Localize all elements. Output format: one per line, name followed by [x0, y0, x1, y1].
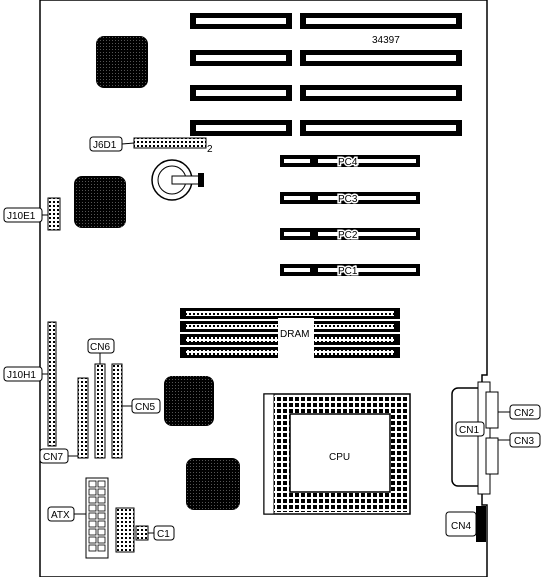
cn2-connector — [485, 391, 499, 429]
callout-j10h1: J10H1 — [3, 366, 48, 382]
pci-slot: PC4 — [280, 155, 420, 170]
atx-pins — [88, 480, 106, 552]
c1-component — [115, 507, 135, 553]
pci-slot-label: PC1 — [338, 266, 358, 277]
callout-cn6: CN6 — [87, 338, 115, 364]
callout-cn1-text: CN1 — [459, 425, 479, 436]
callout-cn3: CN3 — [498, 432, 541, 448]
callout-j6d1-text: J6D1 — [93, 140, 117, 151]
dram-slots: DRAM — [180, 308, 400, 358]
c1-jumper — [135, 525, 149, 541]
pin-marker: 2 — [207, 144, 213, 155]
cn5-header — [111, 363, 123, 459]
pci-slot: PC2 — [280, 228, 420, 243]
j6d1-header — [133, 137, 207, 149]
cn6-header — [94, 363, 106, 459]
callout-atx: ATX — [47, 506, 86, 522]
j10h1-header — [47, 321, 57, 447]
chip — [164, 376, 214, 426]
cn7-header — [77, 377, 89, 459]
callout-j10h1-text: J10H1 — [7, 370, 36, 381]
cpu-socket: CPU — [263, 393, 411, 515]
isa-slot — [190, 85, 462, 101]
cn3-connector — [485, 437, 499, 475]
pci-slot: PC3 — [280, 192, 420, 207]
callout-cn2-text: CN2 — [514, 408, 534, 419]
pci-slot-label: PC2 — [338, 230, 358, 241]
isa-slots — [190, 13, 462, 136]
chip — [96, 36, 148, 88]
isa-slot — [190, 50, 462, 66]
battery — [151, 159, 204, 201]
part-number: 34397 — [372, 35, 400, 46]
isa-slot — [190, 13, 462, 29]
callout-j10e1: J10E1 — [3, 207, 48, 223]
pci-slots: PC4 PC3 PC2 PC1 — [280, 155, 420, 279]
pci-slot-label: PC4 — [338, 157, 358, 168]
chip — [186, 458, 240, 510]
cn4-connector — [476, 506, 486, 542]
callout-cn3-text: CN3 — [514, 436, 534, 447]
cn1-connector — [451, 381, 491, 495]
pci-slot-label: PC3 — [338, 194, 358, 205]
callout-cn7-text: CN7 — [43, 452, 63, 463]
callout-cn1: CN1 — [455, 421, 485, 437]
cpu-label: CPU — [329, 452, 350, 463]
callout-c1: C1 — [148, 525, 175, 541]
callout-cn7: CN7 — [39, 448, 78, 464]
isa-slot — [190, 120, 462, 136]
callout-cn5: CN5 — [122, 398, 161, 414]
callout-cn2: CN2 — [498, 404, 541, 420]
callout-c1-text: C1 — [157, 529, 170, 540]
callout-j6d1: J6D1 — [89, 136, 135, 152]
dram-label: DRAM — [280, 329, 309, 340]
callout-cn5-text: CN5 — [135, 402, 155, 413]
callout-cn4: CN4 — [445, 511, 477, 537]
j10e1-header — [47, 197, 61, 231]
callout-cn6-text: CN6 — [90, 342, 110, 353]
pci-slot: PC1 — [280, 264, 420, 279]
callout-cn4-text: CN4 — [451, 521, 471, 532]
callout-atx-text: ATX — [51, 510, 70, 521]
chip — [74, 176, 126, 228]
callout-j10e1-text: J10E1 — [7, 211, 36, 222]
